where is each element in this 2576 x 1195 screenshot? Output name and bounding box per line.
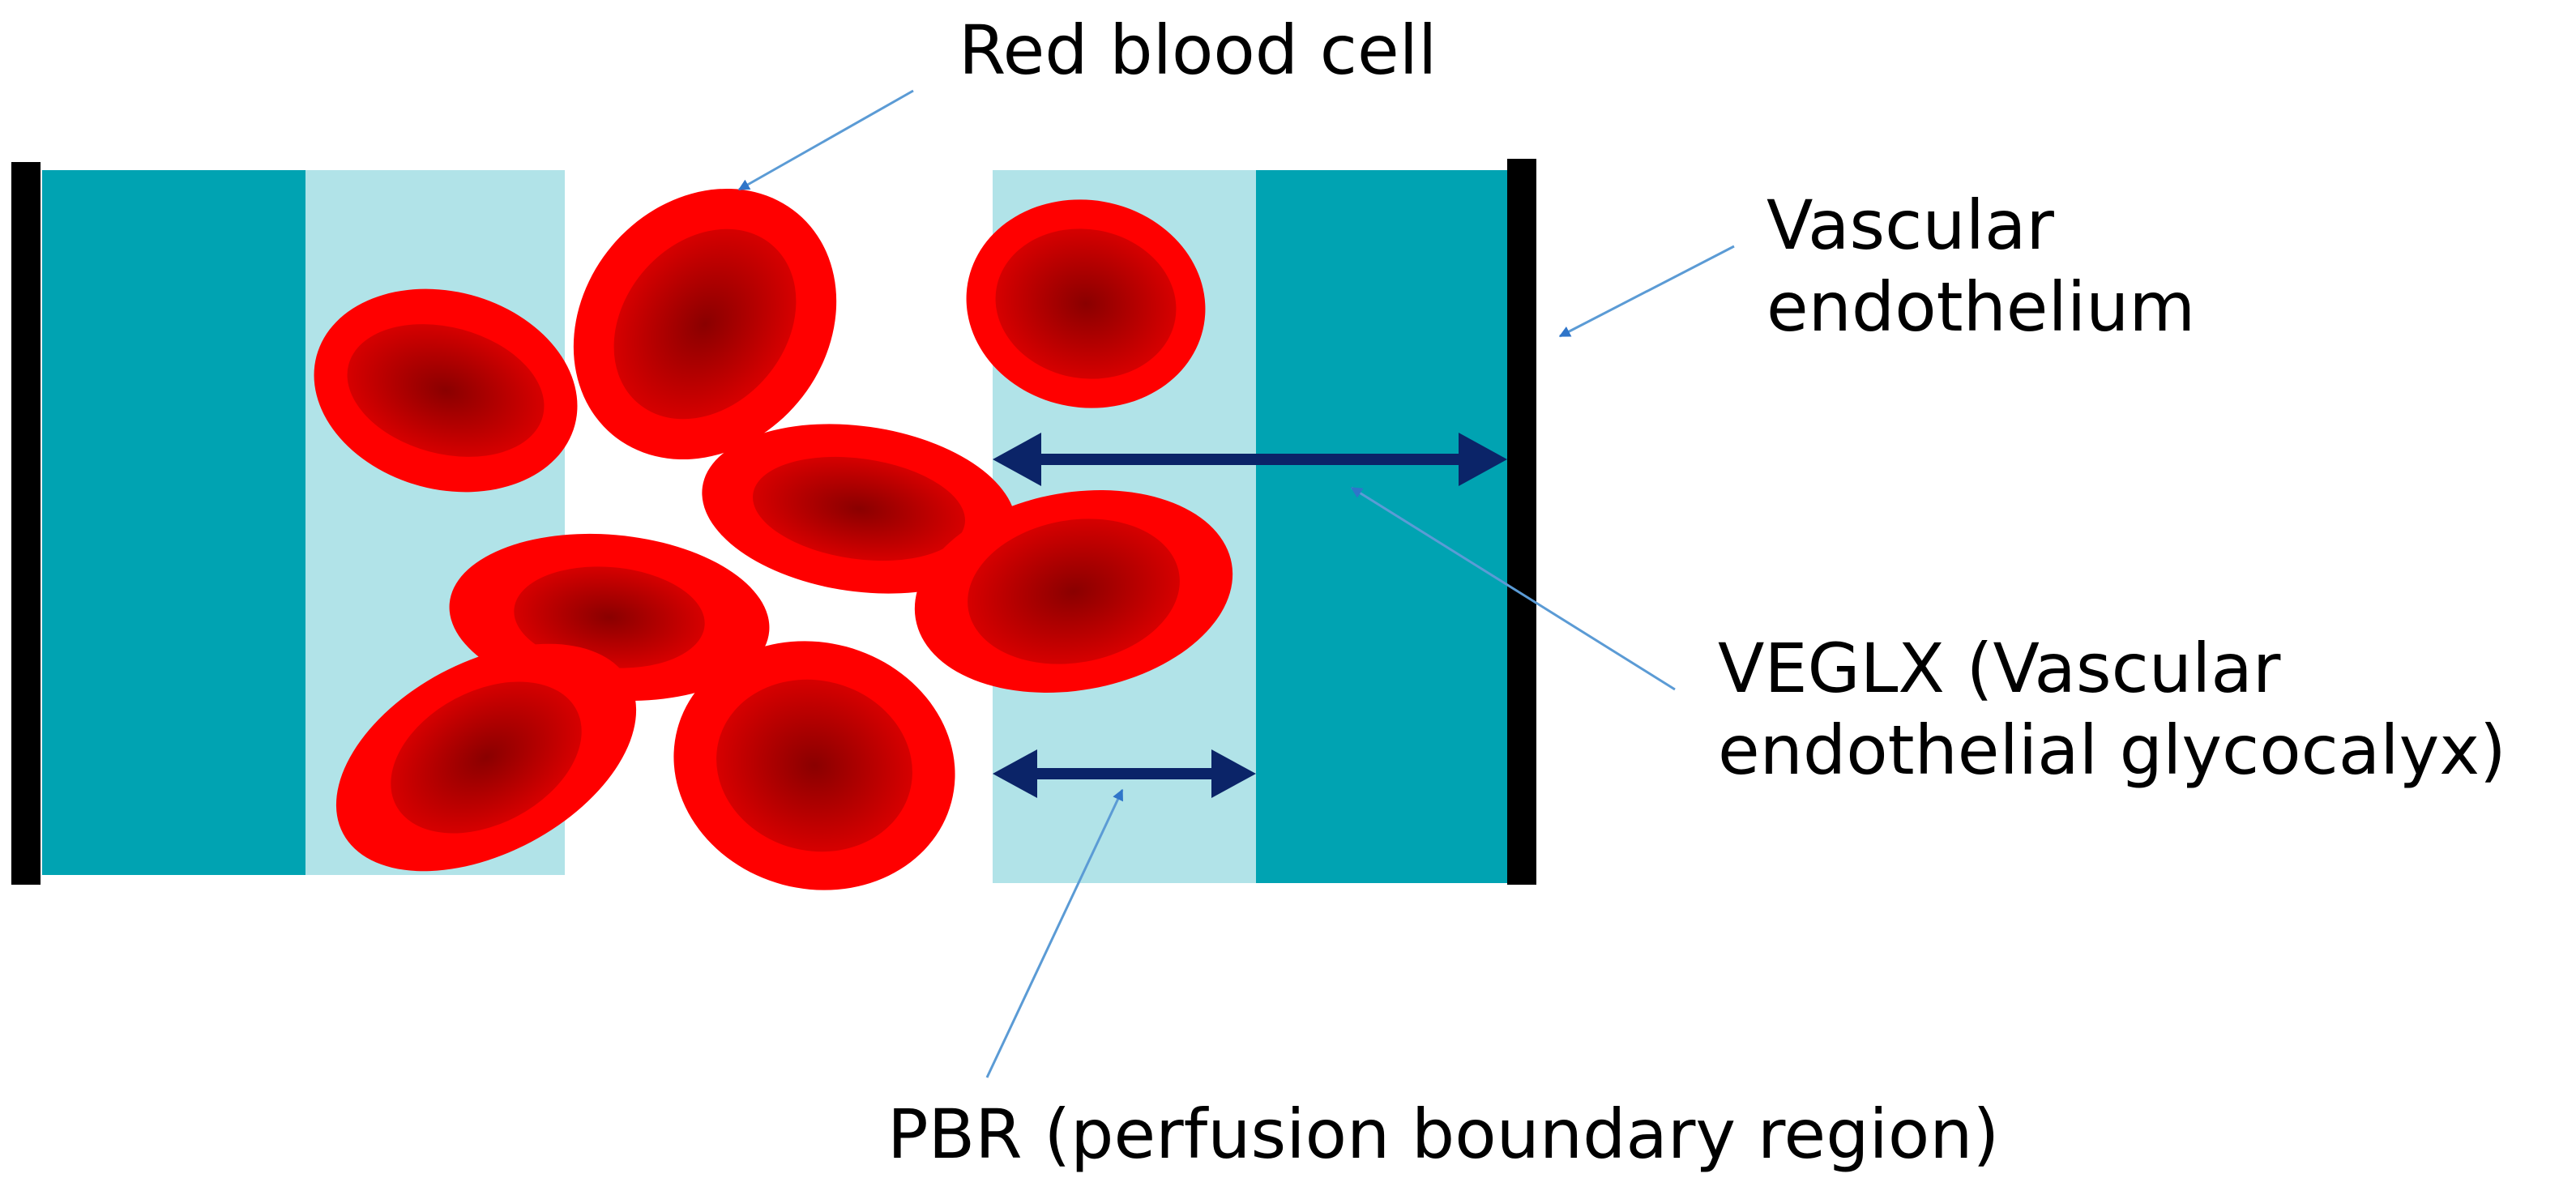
veglx-label: VEGLX (Vascular endothelial glycocalyx)	[1718, 628, 2506, 792]
veglx-label-line-2: endothelial glycocalyx)	[1718, 710, 2506, 790]
left-glycocalyx-layer	[42, 170, 305, 875]
red-blood-cell-icon	[673, 641, 955, 890]
red-blood-cell-icon	[314, 288, 578, 493]
veglx-label-line-1: VEGLX (Vascular	[1718, 629, 2281, 708]
red-blood-cell-icon	[335, 643, 637, 872]
left-endothelium-wall	[11, 162, 41, 885]
endothelium-callout-line	[1558, 245, 1735, 338]
callout-lines	[737, 89, 1735, 1078]
veglx-dimension-arrow	[993, 433, 1507, 486]
right-glycocalyx-layer	[1256, 170, 1507, 883]
pbr-dimension-arrow	[993, 749, 1256, 798]
pbr-callout-line	[985, 788, 1124, 1078]
left-vessel-side	[11, 162, 565, 885]
right-endothelium-wall	[1507, 159, 1536, 885]
rbc-callout-line	[737, 89, 914, 191]
red-blood-cell-icon	[914, 490, 1233, 693]
red-blood-cells	[314, 188, 1233, 890]
red-blood-cell-icon	[573, 188, 837, 460]
vascular-endothelium-label-line-2: endothelium	[1766, 267, 2196, 347]
red-blood-cell-icon	[966, 199, 1206, 408]
veglx-callout-line	[1350, 486, 1676, 691]
pbr-label: PBR (perfusion boundary region)	[887, 1095, 2000, 1174]
vascular-endothelium-label: Vascular endothelium	[1766, 185, 2195, 348]
vascular-endothelium-label-line-1: Vascular	[1766, 186, 2054, 265]
red-blood-cell-icon	[702, 424, 1016, 594]
red-blood-cell-label: Red blood cell	[959, 11, 1438, 90]
